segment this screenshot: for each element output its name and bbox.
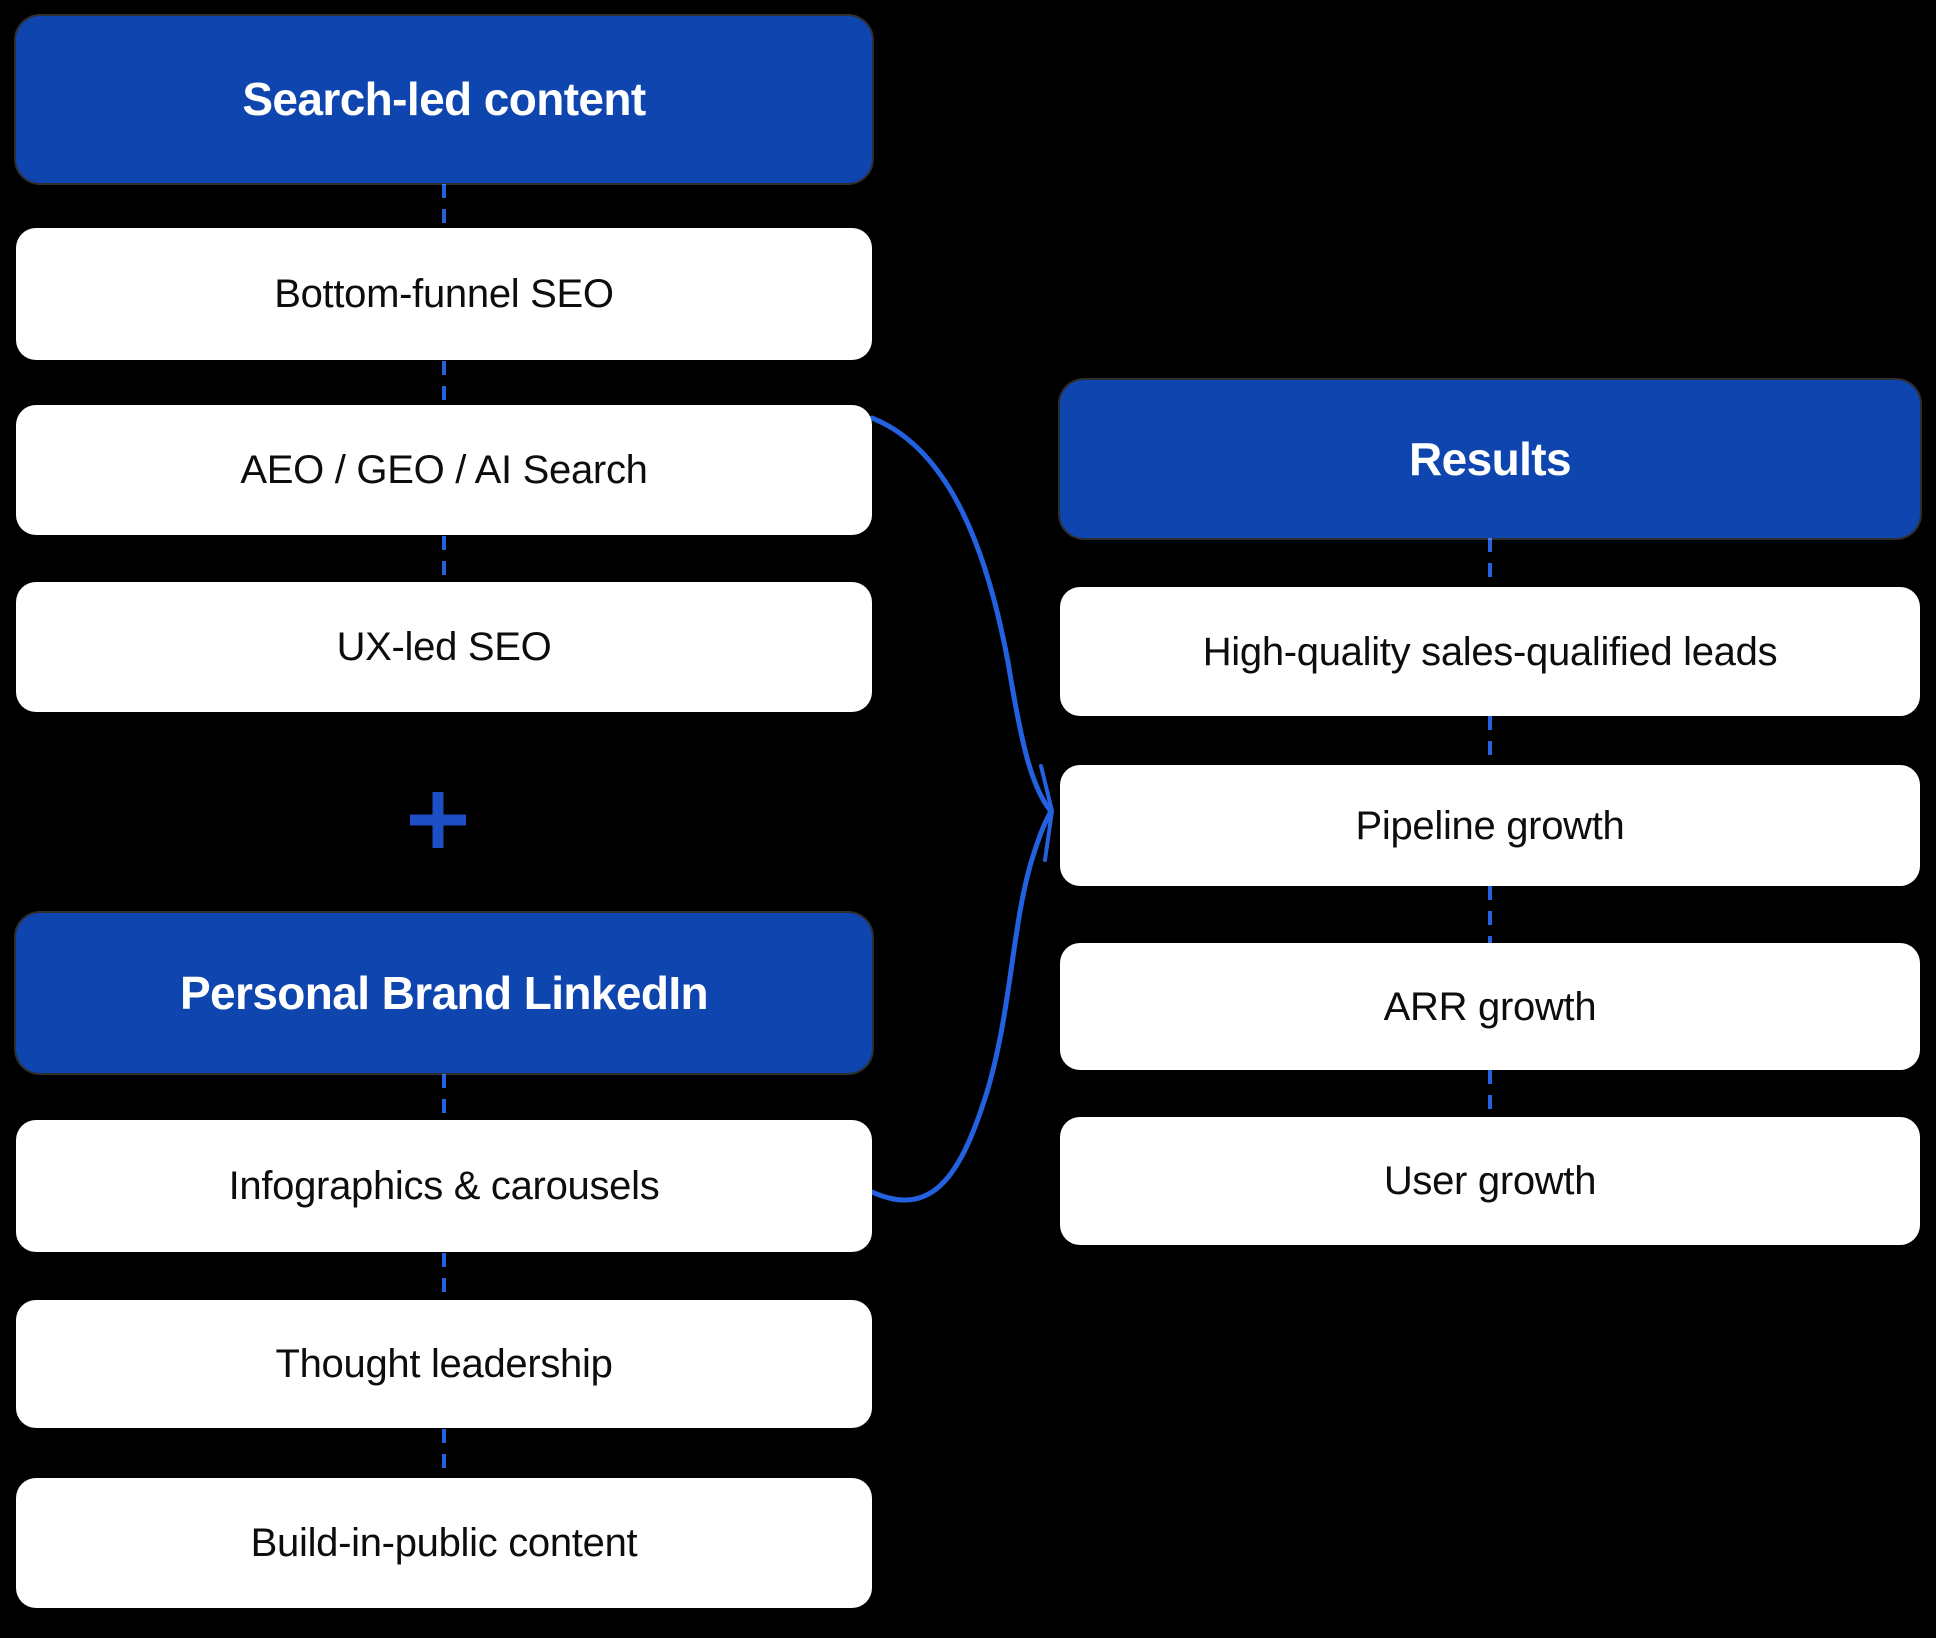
node-label: Thought leadership <box>275 1342 613 1386</box>
node-label: Bottom-funnel SEO <box>274 272 614 316</box>
node-build-in-public-content: Build-in-public content <box>16 1478 872 1608</box>
plus-icon <box>410 792 466 848</box>
header-personal-brand-linkedin: Personal Brand LinkedIn <box>16 913 872 1073</box>
node-thought-leadership: Thought leadership <box>16 1300 872 1428</box>
node-bottom-funnel-seo: Bottom-funnel SEO <box>16 228 872 360</box>
node-label: ARR growth <box>1383 984 1597 1029</box>
node-label: Build-in-public content <box>250 1521 638 1565</box>
node-label: High-quality sales-qualified leads <box>1202 629 1778 674</box>
curve-search-to-results <box>869 415 1053 813</box>
header-search-led-content: Search-led content <box>16 16 872 183</box>
node-label: User growth <box>1383 1159 1597 1203</box>
node-arr-growth: ARR growth <box>1060 943 1920 1070</box>
header-label: Personal Brand LinkedIn <box>179 966 709 1019</box>
node-ux-led-seo: UX-led SEO <box>16 582 872 712</box>
node-infographics-carousels: Infographics & carousels <box>16 1120 872 1252</box>
node-label: Pipeline growth <box>1355 803 1625 848</box>
curve-linkedin-to-results <box>869 810 1053 1203</box>
node-pipeline-growth: Pipeline growth <box>1060 765 1920 886</box>
arrowhead-icon <box>1039 764 1054 862</box>
header-label: Results <box>1409 432 1572 485</box>
node-aeo-geo-ai-search: AEO / GEO / AI Search <box>16 405 872 535</box>
node-high-quality-sales-qualified-leads: High-quality sales-qualified leads <box>1060 587 1920 716</box>
header-results: Results <box>1060 380 1920 538</box>
node-label: Infographics & carousels <box>228 1164 660 1208</box>
node-label: AEO / GEO / AI Search <box>240 448 648 492</box>
header-label: Search-led content <box>242 73 646 126</box>
node-label: UX-led SEO <box>336 625 552 669</box>
node-user-growth: User growth <box>1060 1117 1920 1245</box>
